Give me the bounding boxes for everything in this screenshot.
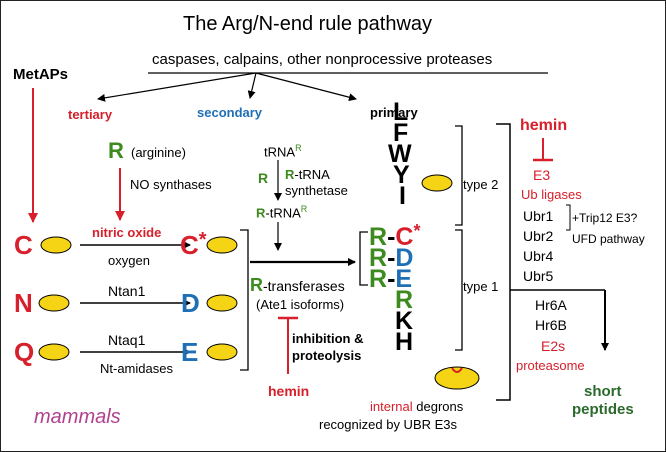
branch-arrow-primary	[255, 72, 357, 102]
e3-label: E3	[533, 167, 551, 183]
proteasome-label: proteasome	[516, 358, 585, 373]
residue-k: K	[395, 307, 414, 335]
hemin-label: hemin	[268, 383, 310, 399]
trna-r-green: R	[258, 170, 269, 186]
ubr-bracket	[566, 204, 571, 231]
oval-type2	[421, 174, 453, 192]
oval-c-star	[206, 236, 238, 254]
mammals-label: mammals	[34, 406, 121, 428]
residue-c-star: C*	[180, 229, 207, 260]
r-trna-synthetase: R-tRNA	[285, 167, 330, 182]
oval-e	[206, 343, 238, 361]
r-transferases-label: R-transferases	[250, 275, 345, 295]
internal-degron-mark	[451, 367, 463, 373]
residue-y: Y	[393, 161, 410, 189]
proteolysis-label: proteolysis	[292, 348, 362, 363]
oval-q	[38, 343, 70, 361]
rc-pair: R-C*	[369, 221, 421, 251]
peptides-label: peptides	[572, 401, 634, 418]
synthetase-label: synthetase	[285, 183, 348, 198]
arginine-r: R	[108, 138, 124, 163]
type1-label: type 1	[463, 279, 499, 294]
proteases-label: caspases, calpains, other nonprocessive …	[152, 51, 493, 68]
residue-h: H	[395, 328, 414, 356]
hr6a-label: Hr6A	[535, 297, 567, 313]
inhibition-label: inhibition &	[292, 331, 364, 346]
no-synthases-label: NO synthases	[130, 177, 212, 192]
tertiary-label: tertiary	[68, 107, 113, 122]
oval-c-left	[40, 236, 72, 254]
trna-label: tRNAR	[264, 143, 302, 160]
ubr4-label: Ubr4	[523, 248, 554, 264]
residue-i: I	[399, 182, 406, 210]
rde-bracket	[359, 231, 368, 286]
hemin-right-label: hemin	[520, 117, 568, 134]
r-trna-label: R-tRNAR	[256, 204, 308, 221]
residue-f: F	[393, 119, 409, 147]
residue-w: W	[388, 140, 412, 168]
residue-c: C	[14, 230, 33, 260]
oxygen-label: oxygen	[108, 253, 150, 268]
residue-e: E	[181, 337, 199, 367]
branch-arrow-tertiary	[97, 72, 257, 102]
ate1-isoforms-label: (Ate1 isoforms)	[256, 297, 345, 312]
ubr2-label: Ubr2	[523, 228, 554, 244]
residue-l: L	[393, 98, 409, 126]
type1-bracket	[455, 229, 463, 351]
residue-r: R	[395, 286, 414, 314]
right-bracket	[496, 123, 511, 401]
type2-bracket	[455, 125, 463, 226]
re-pair: R-E	[369, 265, 413, 293]
e2s-label: E2s	[541, 338, 566, 354]
oval-n	[38, 294, 70, 312]
branch-arrow-secondary	[247, 72, 257, 99]
short-label: short	[584, 383, 622, 400]
internal-degrons-label: internal degrons	[370, 399, 464, 414]
secondary-bracket	[240, 229, 249, 371]
rd-pair: R-D	[369, 244, 414, 272]
oval-internal-degron	[434, 366, 480, 390]
hr6b-label: Hr6B	[535, 317, 567, 333]
trip12-label: +Trip12 E3?	[572, 211, 638, 225]
oval-d	[206, 294, 238, 312]
residue-n: N	[14, 288, 33, 318]
diagram-title: The Arg/N-end rule pathway	[183, 13, 433, 35]
residue-d: D	[181, 288, 200, 318]
ub-ligases-label: Ub ligases	[521, 187, 582, 202]
nt-amidases-label: Nt-amidases	[100, 361, 173, 376]
type2-label: type 2	[463, 177, 499, 192]
arginine-label: (arginine)	[131, 145, 186, 160]
ubr1-label: Ubr1	[523, 208, 554, 224]
ufd-label: UFD pathway	[572, 232, 645, 246]
nitric-oxide-label: nitric oxide	[92, 225, 162, 240]
metaps-label: MetAPs	[13, 66, 69, 83]
residue-q: Q	[14, 337, 35, 367]
ubr5-label: Ubr5	[523, 268, 554, 284]
ntaq1-label: Ntaq1	[108, 332, 146, 348]
secondary-label: secondary	[197, 105, 263, 120]
ntan1-label: Ntan1	[108, 283, 146, 299]
recognized-label: recognized by UBR E3s	[319, 417, 458, 432]
primary-label: primary	[370, 105, 418, 120]
